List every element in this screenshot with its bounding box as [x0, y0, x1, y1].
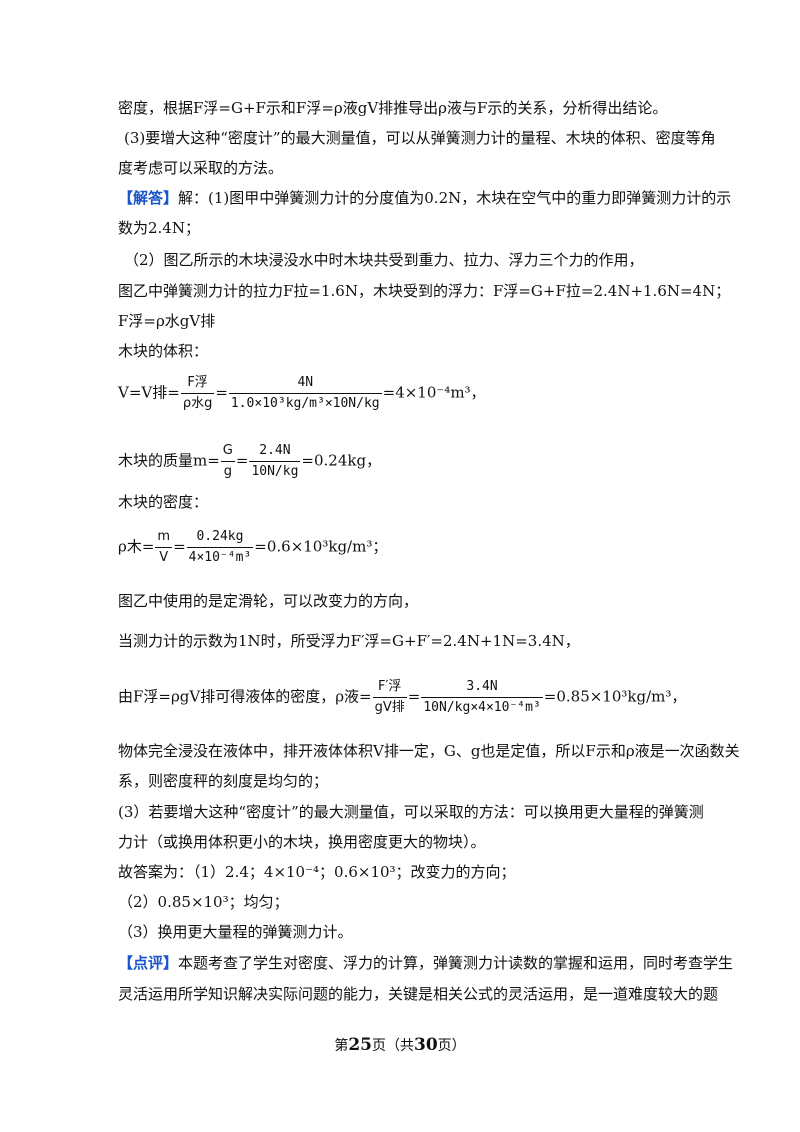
- fraction-numerator: 0.24kg: [196, 529, 244, 544]
- fraction-numerator: m: [157, 529, 171, 544]
- text-line: 图乙中弹簧测力计的拉力F拉=1.6N，木块受到的浮力：F浮=G+F拉=2.4N+…: [118, 282, 731, 300]
- text-line: （3）换用更大量程的弹簧测力计。: [118, 923, 353, 941]
- fraction-numerator: G: [222, 443, 233, 458]
- text-line: 数为2.4N；: [118, 219, 200, 237]
- fraction-denominator: ρ水g: [180, 393, 215, 413]
- fraction-denominator: V: [155, 547, 173, 567]
- fraction-numerator: 3.4N: [466, 679, 498, 694]
- text-line: 木块的密度：: [118, 493, 209, 511]
- fraction-denominator: g: [220, 461, 235, 481]
- text-line: 故答案为：（1）2.4；4×10⁻⁴；0.6×10³；改变力的方向；: [118, 863, 516, 881]
- liquid-density-formula: 由F浮=ρgV排可得液体的密度，ρ液= F′浮 gV排= 3.4N 10N/kg×4×1…: [118, 678, 718, 717]
- fraction: F浮 ρ水g: [180, 374, 215, 413]
- total-pages: 30: [414, 1035, 438, 1055]
- formula-lhs: ρ木=: [118, 537, 155, 556]
- equals-sign: =: [407, 687, 421, 706]
- formula-rhs: =0.24kg，: [301, 451, 382, 470]
- comment-text: 本题考查了学生对密度、浮力的计算，弹簧测力计读数的掌握和运用，同时考查学生: [178, 954, 734, 972]
- comment-line: 【点评】本题考查了学生对密度、浮力的计算，弹簧测力计读数的掌握和运用，同时考查学…: [118, 953, 733, 973]
- text-line: 系，则密度秤的刻度是均匀的；: [118, 772, 329, 790]
- text-line: 密度，根据F浮=G+F示和F浮=ρ液gV排推导出ρ液与F示的关系，分析得出结论。: [118, 99, 668, 117]
- text-line: 当测力计的示数为1N时，所受浮力F′浮=G+F′=2.4N+1N=3.4N，: [118, 632, 580, 650]
- text-line: 图乙中使用的是定滑轮，可以改变力的方向，: [118, 592, 419, 610]
- answer-tag: 【解答】: [118, 189, 179, 207]
- fraction-denominator: gV排: [372, 697, 407, 717]
- footer-middle: 页（共: [372, 1038, 414, 1054]
- formula-rhs: =0.6×10³kg/m³；: [254, 537, 388, 556]
- fraction-denominator: 10N/kg×4×10⁻⁴m³: [421, 697, 543, 717]
- text-line: （2）图乙所示的木块浸没水中时木块共受到重力、拉力、浮力三个力的作用，: [124, 251, 644, 269]
- fraction-numerator: F′浮: [377, 679, 402, 694]
- text-line: (3）若要增大这种“密度计”的最大测量值，可以采取的方法：可以换用更大量程的弹簧…: [118, 803, 704, 821]
- formula-lhs: 木块的质量m=: [118, 451, 220, 470]
- formula-rhs: =0.85×10³kg/m³，: [543, 687, 687, 706]
- page-number: 25: [348, 1035, 372, 1055]
- equals-sign: =: [235, 451, 249, 470]
- text-line: 力计（或换用体积更小的木块，换用密度更大的物块）。: [118, 833, 486, 851]
- answer-line: 【解答】解：(1)图甲中弹簧测力计的分度值为0.2N，木块在空气中的重力即弹簧测…: [118, 188, 731, 208]
- fraction: 0.24kg 4×10⁻⁴m³: [186, 528, 254, 567]
- fraction-denominator: 4×10⁻⁴m³: [186, 547, 254, 567]
- fraction-numerator: F浮: [187, 375, 208, 390]
- text-line: 度考虑可以采取的方法。: [118, 159, 284, 177]
- text-line: 灵活运用所学知识解决实际问题的能力，关键是相关公式的灵活运用，是一道难度较大的题: [118, 985, 719, 1003]
- fraction-numerator: 4N: [297, 375, 314, 390]
- footer-prefix: 第: [334, 1038, 349, 1054]
- fraction: 3.4N 10N/kg×4×10⁻⁴m³: [421, 678, 543, 717]
- fraction-denominator: 1.0×10³kg/m³×10N/kg: [228, 393, 382, 413]
- footer-suffix: 页）: [437, 1038, 466, 1054]
- answer-text: 解：(1)图甲中弹簧测力计的分度值为0.2N，木块在空气中的重力即弹簧测力计的示: [178, 189, 732, 207]
- formula-rhs: =4×10⁻⁴m³，: [382, 383, 486, 402]
- text-line: F浮=ρ水gV排: [118, 312, 216, 330]
- page-footer: 第25页（共30页）: [0, 1035, 800, 1055]
- text-line: （2）0.85×10³；均匀；: [118, 893, 289, 911]
- fraction: F′浮 gV排: [372, 678, 407, 717]
- text-line: 木块的体积：: [118, 342, 209, 360]
- fraction: 4N 1.0×10³kg/m³×10N/kg: [228, 374, 382, 413]
- fraction-numerator: 2.4N: [259, 443, 291, 458]
- fraction: 2.4N 10N/kg: [249, 442, 301, 481]
- text-line: (3)要增大这种“密度计”的最大测量值，可以从弹簧测力计的量程、木块的体积、密度…: [124, 129, 716, 147]
- equals-sign: =: [215, 383, 228, 402]
- fraction-denominator: 10N/kg: [249, 461, 301, 481]
- comment-tag: 【点评】: [118, 954, 179, 972]
- formula-lhs: V=V排=: [118, 383, 180, 402]
- text-line: 物体完全浸没在液体中，排开液体体积V排一定，G、g也是定值，所以F示和ρ液是一次…: [118, 742, 740, 760]
- volume-formula: V=V排= F浮 ρ水g= 4N 1.0×10³kg/m³×10N/kg=4×10⁻⁴m…: [118, 374, 718, 413]
- equals-sign: =: [173, 537, 186, 556]
- formula-lhs: 由F浮=ρgV排可得液体的密度，ρ液=: [118, 687, 372, 706]
